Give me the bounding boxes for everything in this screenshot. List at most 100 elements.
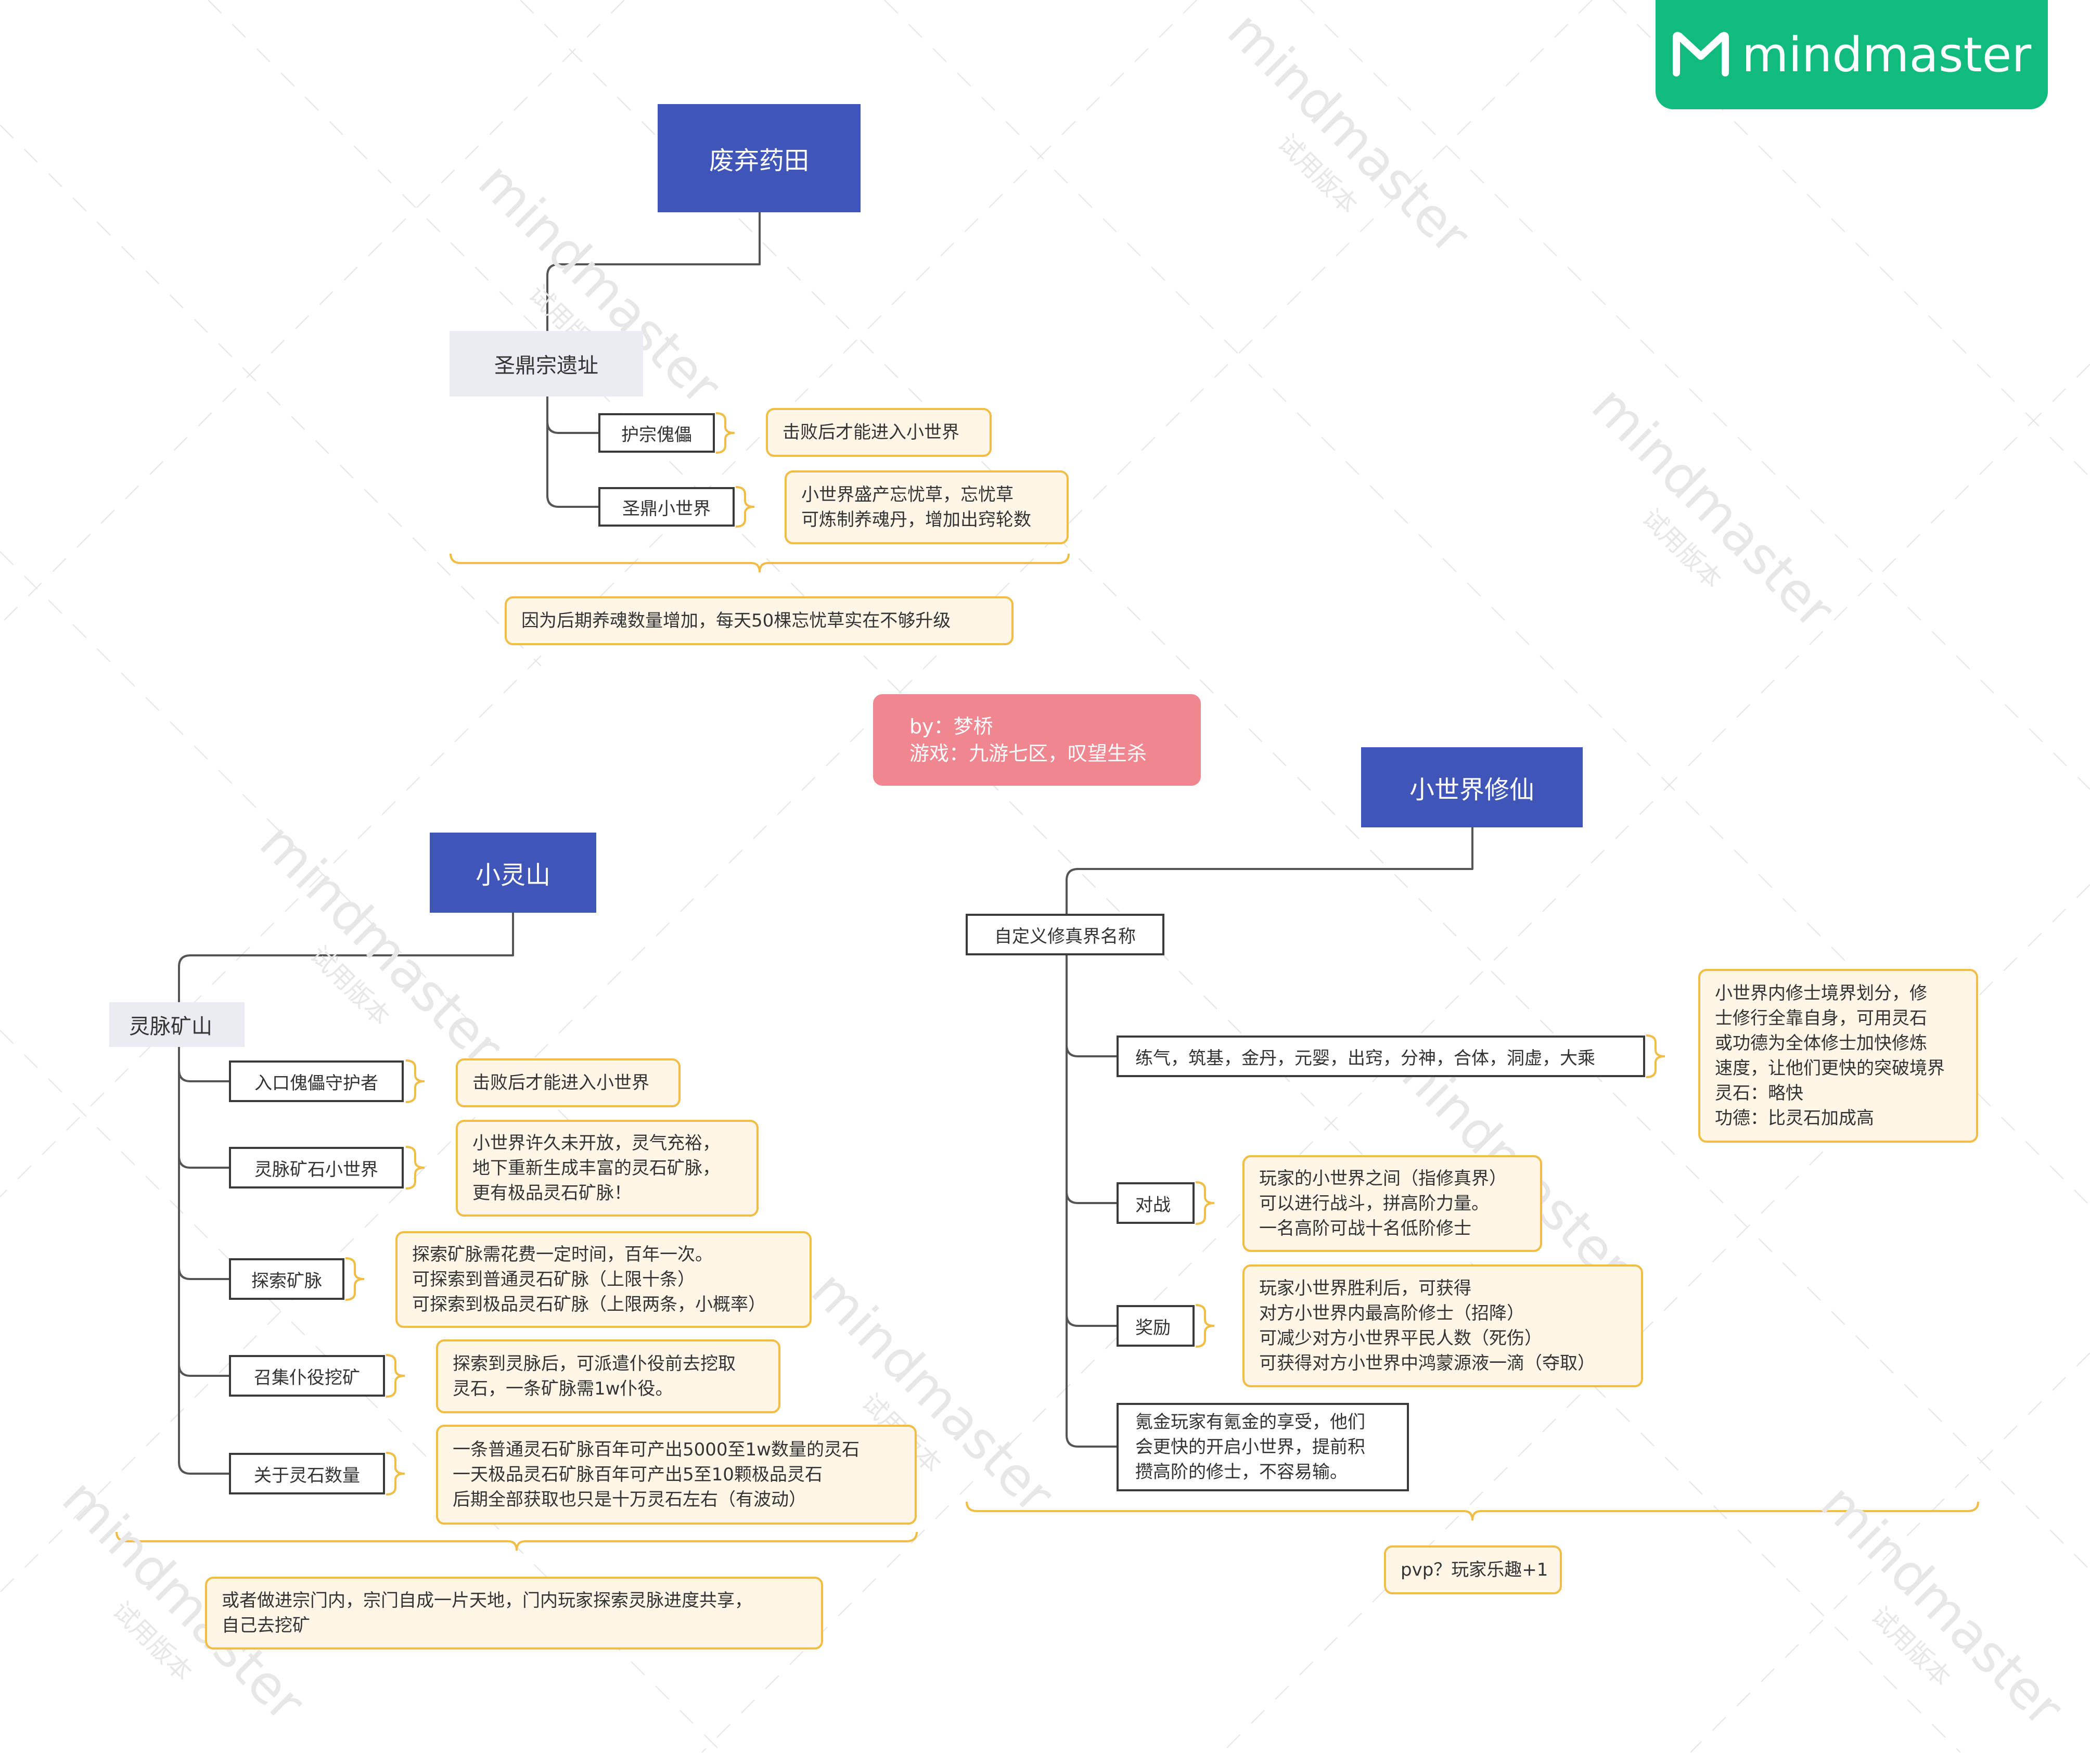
note-spirit-stone-amount[interactable]: 一条普通灵石矿脉百年可产出5000至1w数量的灵石 一天极品灵石矿脉百年可产出5…	[436, 1425, 917, 1525]
note-line: 灵石：略快	[1715, 1083, 1803, 1104]
node-line: 会更快的开启小世界，提前积	[1135, 1437, 1365, 1458]
node-summon-servants[interactable]: 召集仆役挖矿	[229, 1355, 385, 1397]
subtopic-spirit-vein-mine[interactable]: 灵脉矿山	[109, 1002, 245, 1047]
brace-connector	[1195, 1304, 1215, 1348]
note-line: 击败后才能进入小世界	[472, 1072, 649, 1093]
note-line: 功德：比灵石加成高	[1715, 1108, 1874, 1129]
topic-abandoned-herb-field[interactable]: 废弃药田	[658, 104, 861, 212]
connector	[546, 421, 598, 508]
brace-connector	[1195, 1181, 1215, 1225]
author-line: by：梦桥	[909, 715, 993, 738]
node-line: 攒高阶的修士，不容易输。	[1135, 1462, 1348, 1482]
node-battle[interactable]: 对战	[1117, 1182, 1195, 1224]
background-diagonal	[1690, 1352, 2090, 1753]
note-line: pvp？玩家乐趣+1	[1401, 1560, 1548, 1580]
note-line: 小世界盛产忘忧草，忘忧草	[801, 484, 1014, 505]
subtopic-shengding-ruins[interactable]: 圣鼎宗遗址	[450, 331, 643, 397]
note-summon-servants[interactable]: 探索到灵脉后，可派遣仆役前去挖取 灵石，一条矿脉需1w仆役。	[436, 1339, 780, 1413]
summary-right[interactable]: pvp？玩家乐趣+1	[1384, 1545, 1562, 1594]
note-cultivation-realms[interactable]: 小世界内修士境界划分，修 士修行全靠自身，可用灵石 或功德为全体修士加快修炼 速…	[1698, 969, 1978, 1143]
note-line: 可以进行战斗，拼高阶力量。	[1259, 1193, 1489, 1214]
connector	[178, 1267, 229, 1280]
connector	[178, 1364, 229, 1377]
author-note[interactable]: by：梦桥 游戏：九游七区，叹望生杀	[873, 694, 1201, 786]
connector	[546, 397, 598, 434]
node-explore-veins[interactable]: 探索矿脉	[229, 1258, 344, 1300]
brace-connector	[405, 1059, 425, 1103]
note-line: 可炼制养魂丹，增加出窍轮数	[801, 509, 1031, 530]
background-diagonal	[0, 551, 599, 1151]
note-explore-veins[interactable]: 探索矿脉需花费一定时间，百年一次。 可探索到普通灵石矿脉（上限十条） 可探索到极…	[395, 1231, 812, 1328]
note-line: 一名高阶可战十名低阶修士	[1259, 1218, 1471, 1239]
topic-small-world-cultivation[interactable]: 小世界修仙	[1361, 747, 1583, 827]
connector	[1066, 955, 1117, 1448]
brace-connector	[1646, 1034, 1665, 1078]
background-diagonal	[208, 0, 1961, 1753]
background-diagonal	[701, 364, 2090, 1753]
background-diagonal	[0, 124, 542, 667]
node-spirit-stone-amount[interactable]: 关于灵石数量	[229, 1453, 385, 1494]
node-entrance-guardian[interactable]: 入口傀儡守护者	[229, 1060, 404, 1102]
note-line: 可减少对方小世界平民人数（死伤）	[1259, 1328, 1542, 1349]
note-line: 地下重新生成丰富的灵石矿脉，	[472, 1158, 720, 1179]
node-guardian-puppet[interactable]: 护宗傀儡	[598, 413, 715, 453]
node-paying-players[interactable]: 氪金玩家有氪金的享受，他们 会更快的开启小世界，提前积 攒高阶的修士，不容易输。	[1117, 1403, 1409, 1491]
note-entrance-guardian[interactable]: 击败后才能进入小世界	[456, 1058, 681, 1107]
note-line: 更有极品灵石矿脉！	[472, 1183, 632, 1204]
note-line: 自己去挖矿	[222, 1615, 310, 1636]
note-line: 因为后期养魂数量增加，每天50棵忘忧草实在不够升级	[521, 610, 951, 631]
node-shengding-world[interactable]: 圣鼎小世界	[598, 487, 735, 527]
note-reward[interactable]: 玩家小世界胜利后，可获得 对方小世界内最高阶修士（招降） 可减少对方小世界平民人…	[1242, 1264, 1643, 1387]
note-line: 士修行全靠自身，可用灵石	[1715, 1008, 1927, 1029]
note-line: 小世界许久未开放，灵气充裕，	[472, 1133, 720, 1154]
note-line: 速度，让他们更快的突破境界	[1715, 1058, 1945, 1079]
note-line: 玩家的小世界之间（指修真界）	[1259, 1168, 1507, 1189]
connector	[546, 212, 761, 331]
background-diagonal	[0, 0, 1197, 1197]
brace-connector	[345, 1257, 365, 1301]
note-line: 玩家小世界胜利后，可获得	[1259, 1278, 1471, 1299]
brand-badge: mindmaster	[1656, 0, 2048, 109]
note-guardian-puppet[interactable]: 击败后才能进入小世界	[766, 408, 992, 457]
note-line: 小世界内修士境界划分，修	[1715, 983, 1927, 1004]
connector	[178, 1156, 229, 1169]
note-line: 可探索到极品灵石矿脉（上限两条，小概率）	[412, 1294, 766, 1315]
connector	[1066, 827, 1473, 914]
note-line: 探索到灵脉后，可派遣仆役前去挖取	[453, 1353, 736, 1374]
subtopic-custom-realm-name[interactable]: 自定义修真界名称	[966, 914, 1164, 955]
note-line: 探索矿脉需花费一定时间，百年一次。	[412, 1244, 713, 1265]
note-line: 或者做进宗门内，宗门自成一片天地，门内玩家探索灵脉进度共享，	[222, 1590, 752, 1611]
note-spirit-ore-world[interactable]: 小世界许久未开放，灵气充裕， 地下重新生成丰富的灵石矿脉， 更有极品灵石矿脉！	[456, 1120, 759, 1217]
summary-top[interactable]: 因为后期养魂数量增加，每天50棵忘忧草实在不够升级	[505, 596, 1014, 645]
note-line: 一条普通灵石矿脉百年可产出5000至1w数量的灵石	[453, 1439, 860, 1460]
note-battle[interactable]: 玩家的小世界之间（指修真界） 可以进行战斗，拼高阶力量。 一名高阶可战十名低阶修…	[1242, 1155, 1542, 1252]
background-diagonal	[1300, 0, 2090, 790]
node-reward[interactable]: 奖励	[1117, 1305, 1195, 1347]
brace-connector	[386, 1452, 405, 1495]
brace-connector	[966, 1501, 1979, 1521]
brace-connector	[450, 553, 1070, 573]
brace-connector	[405, 1146, 425, 1190]
background-diagonal	[520, 0, 2090, 1570]
brace-connector	[715, 412, 735, 454]
note-line: 可获得对方小世界中鸿蒙源液一滴（夺取）	[1259, 1353, 1595, 1374]
node-line: 氪金玩家有氪金的享受，他们	[1135, 1412, 1365, 1433]
brace-connector	[116, 1531, 918, 1551]
note-shengding-world[interactable]: 小世界盛产忘忧草，忘忧草 可炼制养魂丹，增加出窍轮数	[785, 470, 1069, 544]
node-spirit-ore-world[interactable]: 灵脉矿石小世界	[229, 1147, 404, 1188]
connector	[178, 1069, 229, 1082]
note-line: 可探索到普通灵石矿脉（上限十条）	[412, 1269, 695, 1290]
connector	[178, 1047, 229, 1475]
topic-small-spirit-mountain[interactable]: 小灵山	[430, 833, 596, 913]
note-line: 一天极品灵石矿脉百年可产出5至10颗极品灵石	[453, 1464, 823, 1485]
note-line: 或功德为全体修士加快修炼	[1715, 1033, 1927, 1054]
node-cultivation-realms[interactable]: 练气，筑基，金丹，元婴，出窍，分神，合体，洞虚，大乘	[1117, 1036, 1645, 1077]
mindmaster-logo-icon	[1672, 32, 1729, 76]
connector	[178, 913, 514, 1002]
connector	[1066, 1191, 1117, 1204]
brace-connector	[735, 486, 755, 528]
brand-name: mindmaster	[1741, 27, 2032, 83]
note-line: 后期全部获取也只是十万灵石左右（有波动）	[453, 1489, 806, 1510]
summary-left[interactable]: 或者做进宗门内，宗门自成一片天地，门内玩家探索灵脉进度共享， 自己去挖矿	[205, 1577, 823, 1650]
